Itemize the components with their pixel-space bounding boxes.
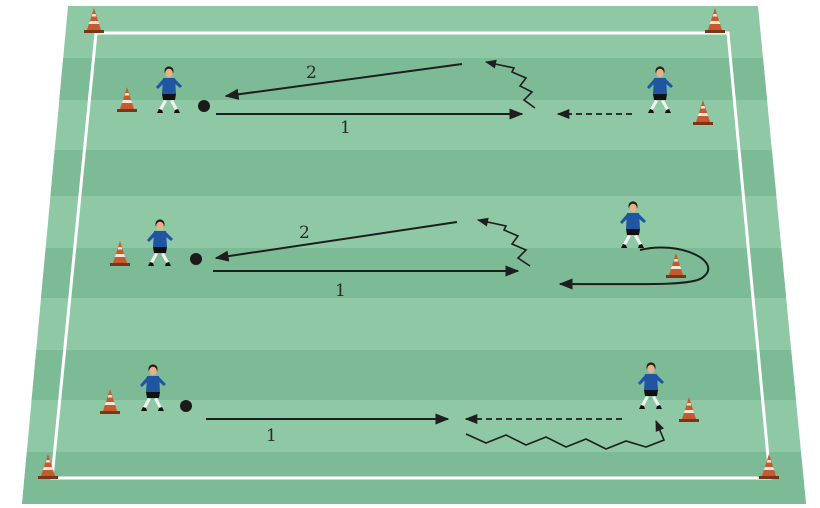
return-pass-arrow	[214, 221, 458, 262]
run-path	[476, 217, 531, 267]
run-path	[484, 59, 536, 109]
pass-label: 1	[340, 118, 351, 138]
curved-run-arrow	[558, 246, 710, 290]
drill-row-2: 1 2	[110, 201, 710, 301]
return-pass-label: 2	[299, 223, 310, 243]
drill-row-3: 1	[100, 362, 699, 450]
pass-label: 1	[266, 426, 277, 446]
pass-label: 1	[335, 281, 346, 301]
drill-row-1: 1 2	[117, 59, 713, 138]
zigzag-run-path	[465, 419, 666, 450]
return-pass-arrow	[224, 63, 463, 100]
ball	[180, 400, 192, 412]
return-pass-label: 2	[306, 63, 317, 83]
ball	[190, 253, 202, 265]
ball	[198, 100, 210, 112]
